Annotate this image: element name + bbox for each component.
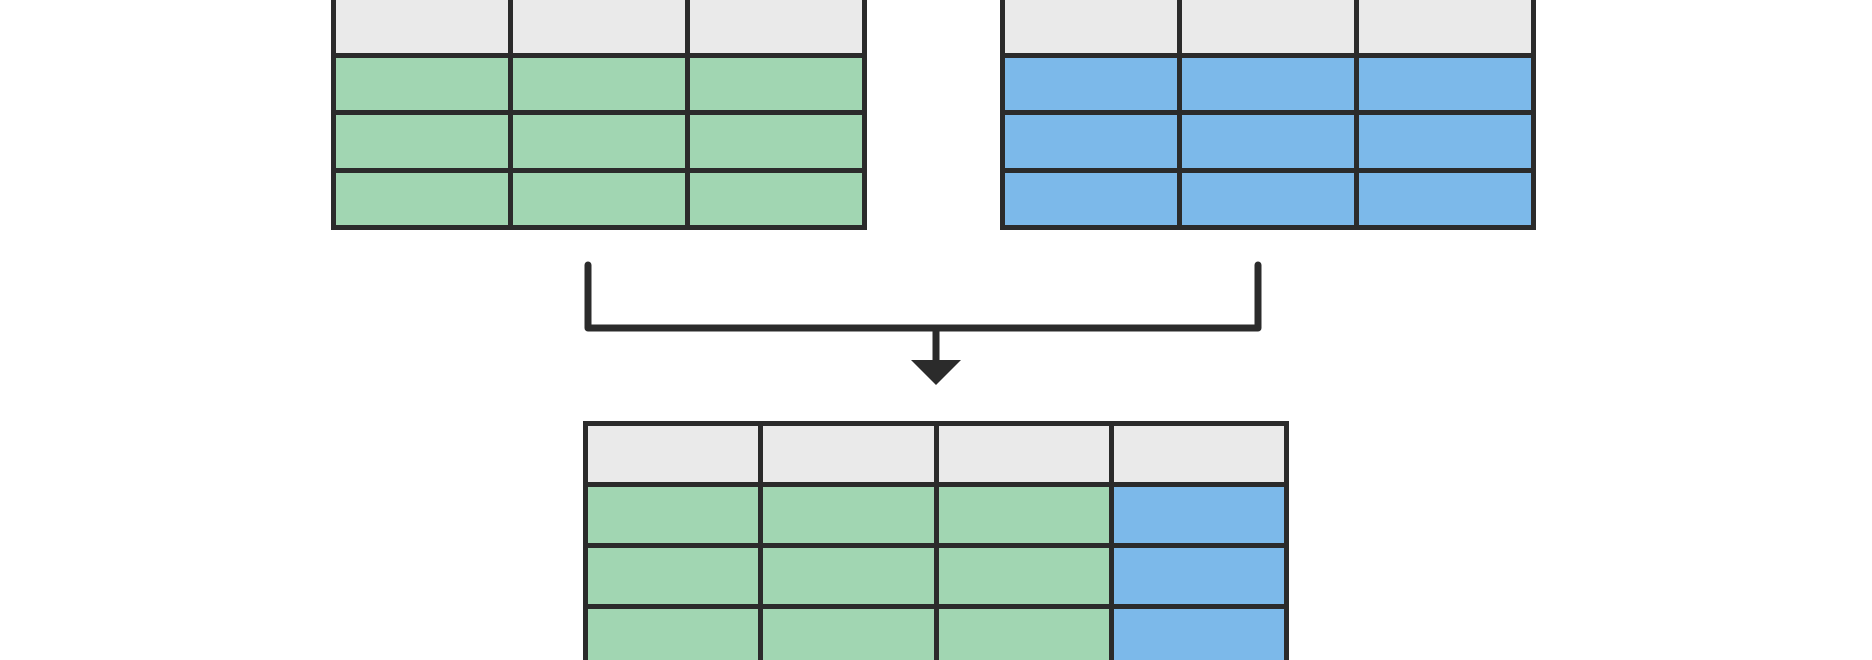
data-cell <box>690 115 862 168</box>
data-cell <box>513 115 685 168</box>
header-cell <box>513 0 685 53</box>
data-cell <box>938 609 1109 660</box>
header-cell <box>690 0 862 53</box>
data-cell <box>1005 172 1177 225</box>
data-cell <box>588 548 759 604</box>
data-cell <box>336 57 508 110</box>
merge-bracket-arrow <box>560 250 1300 400</box>
data-cell <box>588 487 759 543</box>
data-cell <box>1182 172 1354 225</box>
data-cell <box>763 487 934 543</box>
table-row <box>1005 172 1531 225</box>
data-cell <box>513 172 685 225</box>
data-cell <box>1359 115 1531 168</box>
data-cell <box>1182 57 1354 110</box>
header-cell <box>938 426 1109 482</box>
table-header-row <box>1005 0 1531 53</box>
table-row <box>588 609 1284 660</box>
header-cell <box>336 0 508 53</box>
data-cell <box>336 172 508 225</box>
data-cell <box>1005 115 1177 168</box>
table-row <box>1005 57 1531 110</box>
table-row <box>588 548 1284 604</box>
data-cell <box>1005 57 1177 110</box>
table-row <box>1005 115 1531 168</box>
table-header-row <box>336 0 862 53</box>
data-cell <box>938 487 1109 543</box>
data-cell <box>336 115 508 168</box>
table-row <box>336 57 862 110</box>
data-cell <box>763 609 934 660</box>
data-cell <box>690 172 862 225</box>
arrow-head-icon <box>911 360 961 385</box>
header-cell <box>588 426 759 482</box>
header-cell <box>763 426 934 482</box>
header-cell <box>1359 0 1531 53</box>
left-source-table <box>331 0 867 230</box>
right-source-table <box>1000 0 1536 230</box>
bracket-path <box>584 261 1262 332</box>
data-cell <box>1113 548 1284 604</box>
data-cell <box>513 57 685 110</box>
data-cell <box>1113 609 1284 660</box>
data-cell <box>588 609 759 660</box>
data-cell <box>1359 57 1531 110</box>
data-cell <box>1113 487 1284 543</box>
table-row <box>336 172 862 225</box>
data-cell <box>1182 115 1354 168</box>
result-table <box>583 421 1289 660</box>
data-cell <box>690 57 862 110</box>
data-cell <box>938 548 1109 604</box>
data-cell <box>1359 172 1531 225</box>
table-header-row <box>588 426 1284 482</box>
header-cell <box>1005 0 1177 53</box>
table-row <box>588 487 1284 543</box>
table-row <box>336 115 862 168</box>
header-cell <box>1113 426 1284 482</box>
data-cell <box>763 548 934 604</box>
header-cell <box>1182 0 1354 53</box>
